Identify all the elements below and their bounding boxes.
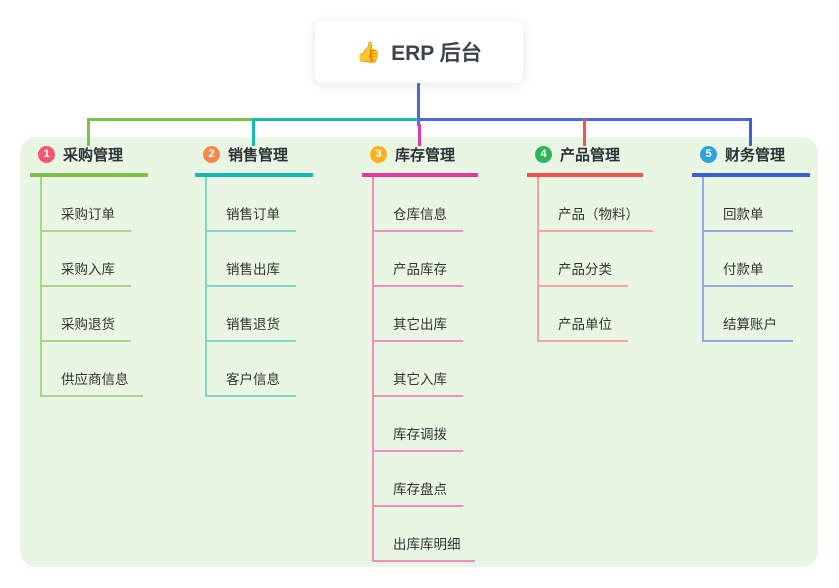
bus-segment-teal xyxy=(252,118,421,121)
sub-topic-list: 产品（物料）产品分类产品单位 xyxy=(537,177,653,342)
sub-topic[interactable]: 回款单 xyxy=(704,177,793,232)
sub-topic[interactable]: 其它出库 xyxy=(374,287,463,342)
sub-topic[interactable]: 产品（物料） xyxy=(539,177,653,232)
sub-topic[interactable]: 供应商信息 xyxy=(42,342,143,397)
sub-topic-list: 销售订单销售出库销售退货客户信息 xyxy=(205,177,296,397)
sub-topic[interactable]: 产品单位 xyxy=(539,287,628,342)
branch-title-label: 财务管理 xyxy=(725,147,786,164)
branch-产品管理: 4 产品管理产品（物料）产品分类产品单位 xyxy=(527,142,653,342)
sub-topic[interactable]: 销售订单 xyxy=(207,177,296,232)
root-connector-line xyxy=(417,83,420,126)
branch-title-label: 库存管理 xyxy=(395,147,456,164)
thumbs-up-icon: 👍 xyxy=(356,41,382,64)
branch-number-badge: 2 xyxy=(203,146,220,163)
sub-topic[interactable]: 采购退货 xyxy=(42,287,131,342)
drop-line-branch-4 xyxy=(583,118,586,146)
sub-topic[interactable]: 结算账户 xyxy=(704,287,793,342)
sub-topic[interactable]: 销售出库 xyxy=(207,232,296,287)
bus-segment-green xyxy=(87,118,255,121)
branch-number-badge: 3 xyxy=(370,146,387,163)
branch-title[interactable]: 5 财务管理 xyxy=(692,142,810,177)
sub-topic[interactable]: 出库库明细 xyxy=(374,507,475,562)
sub-topic[interactable]: 库存调拨 xyxy=(374,397,463,452)
sub-topic[interactable]: 采购订单 xyxy=(42,177,131,232)
sub-topic[interactable]: 客户信息 xyxy=(207,342,296,397)
branch-title[interactable]: 1 采购管理 xyxy=(30,142,148,177)
root-topic[interactable]: 👍 ERP 后台 xyxy=(315,21,523,83)
branch-title[interactable]: 3 库存管理 xyxy=(362,142,478,177)
sub-topic[interactable]: 采购入库 xyxy=(42,232,131,287)
branch-title-label: 销售管理 xyxy=(228,147,289,164)
branches-panel xyxy=(20,137,818,567)
sub-topic-list: 回款单付款单结算账户 xyxy=(702,177,793,342)
drop-line-branch-3 xyxy=(418,124,421,146)
sub-topic-list: 仓库信息产品库存其它出库其它入库库存调拨库存盘点出库库明细 xyxy=(372,177,475,562)
drop-line-branch-2 xyxy=(252,118,255,146)
branch-title-label: 采购管理 xyxy=(63,147,124,164)
sub-topic[interactable]: 仓库信息 xyxy=(374,177,463,232)
branch-title-label: 产品管理 xyxy=(560,147,621,164)
branch-title[interactable]: 4 产品管理 xyxy=(527,142,643,177)
branch-库存管理: 3 库存管理仓库信息产品库存其它出库其它入库库存调拨库存盘点出库库明细 xyxy=(362,142,478,562)
branch-销售管理: 2 销售管理销售订单销售出库销售退货客户信息 xyxy=(195,142,313,397)
branch-title[interactable]: 2 销售管理 xyxy=(195,142,313,177)
branch-number-badge: 4 xyxy=(535,146,552,163)
sub-topic[interactable]: 销售退货 xyxy=(207,287,296,342)
branch-财务管理: 5 财务管理回款单付款单结算账户 xyxy=(692,142,810,342)
branch-采购管理: 1 采购管理采购订单采购入库采购退货供应商信息 xyxy=(30,142,148,397)
sub-topic[interactable]: 库存盘点 xyxy=(374,452,463,507)
sub-topic[interactable]: 其它入库 xyxy=(374,342,463,397)
sub-topic[interactable]: 产品库存 xyxy=(374,232,463,287)
branch-number-badge: 5 xyxy=(700,146,717,163)
sub-topic[interactable]: 产品分类 xyxy=(539,232,628,287)
sub-topic-list: 采购订单采购入库采购退货供应商信息 xyxy=(40,177,143,397)
branch-number-badge: 1 xyxy=(38,146,55,163)
root-topic-label: ERP 后台 xyxy=(391,42,482,65)
drop-line-branch-5 xyxy=(749,118,752,146)
sub-topic[interactable]: 付款单 xyxy=(704,232,793,287)
drop-line-branch-1 xyxy=(87,118,90,146)
